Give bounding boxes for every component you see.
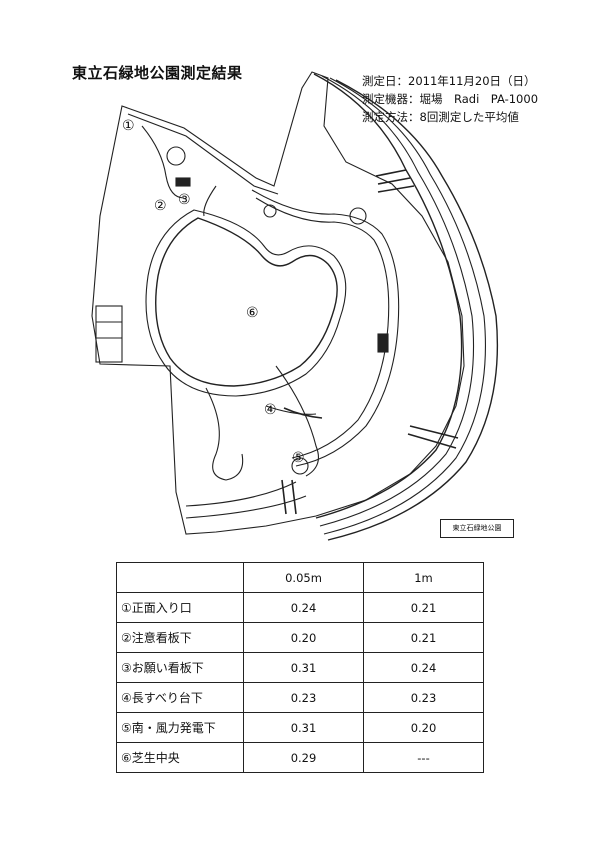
marker-3: ③ bbox=[178, 192, 191, 208]
row-label: ⑥芝生中央 bbox=[116, 742, 244, 773]
value-1m: 0.21 bbox=[363, 592, 484, 623]
measurement-info: 測定日：2011年11月20日（日） 測定機器：堀場 Radi PA-1000 … bbox=[362, 72, 538, 126]
table-row: ④長すべり台下 0.23 0.23 bbox=[116, 682, 484, 713]
results-table-wrap: 0.05m 1m ①正面入り口 0.24 0.21 ②注意看板下 0.20 0.… bbox=[116, 562, 484, 773]
row-label: ⑤南・風力発電下 bbox=[116, 712, 244, 743]
marker-1: ① bbox=[122, 118, 135, 134]
value-005m: 0.20 bbox=[243, 622, 364, 653]
table-header-row: 0.05m 1m bbox=[116, 562, 484, 593]
value-1m: 0.24 bbox=[363, 652, 484, 683]
results-table: 0.05m 1m ①正面入り口 0.24 0.21 ②注意看板下 0.20 0.… bbox=[116, 562, 484, 773]
value-1m: --- bbox=[363, 742, 484, 773]
marker-5: ⑤ bbox=[292, 450, 305, 466]
measurement-date: 測定日：2011年11月20日（日） bbox=[362, 74, 536, 88]
value-005m: 0.31 bbox=[243, 652, 364, 683]
value-005m: 0.24 bbox=[243, 592, 364, 623]
inner-road bbox=[251, 189, 400, 467]
measurement-device: 測定機器：堀場 Radi PA-1000 bbox=[362, 92, 539, 106]
value-1m: 0.23 bbox=[363, 682, 484, 713]
marker-6: ⑥ bbox=[246, 305, 259, 321]
road-outer bbox=[313, 73, 463, 519]
table-header-cell: 0.05m bbox=[243, 562, 364, 593]
row-label: ④長すべり台下 bbox=[116, 682, 244, 713]
measurement-method: 測定方法：8回測定した平均値 bbox=[362, 110, 519, 124]
table-header-cell: 1m bbox=[363, 562, 484, 593]
table-row: ①正面入り口 0.24 0.21 bbox=[116, 592, 484, 623]
park-boundary bbox=[91, 71, 465, 535]
value-1m: 0.21 bbox=[363, 622, 484, 653]
park-map: ① ② ③ ④ ⑤ ⑥ bbox=[91, 71, 499, 541]
table-row: ⑤南・風力発電下 0.31 0.20 bbox=[116, 712, 484, 743]
table-header-cell bbox=[116, 562, 244, 593]
value-005m: 0.31 bbox=[243, 712, 364, 743]
map-caption: 東立石緑地公園 bbox=[440, 519, 514, 538]
row-label: ①正面入り口 bbox=[116, 592, 244, 623]
value-1m: 0.20 bbox=[363, 712, 484, 743]
marker-4: ④ bbox=[264, 402, 277, 418]
value-005m: 0.23 bbox=[243, 682, 364, 713]
page-title: 東立石緑地公園測定結果 bbox=[72, 64, 243, 82]
table-row: ③お願い看板下 0.31 0.24 bbox=[116, 652, 484, 683]
table-row: ②注意看板下 0.20 0.21 bbox=[116, 622, 484, 653]
value-005m: 0.29 bbox=[243, 742, 364, 773]
row-label: ②注意看板下 bbox=[116, 622, 244, 653]
table-row: ⑥芝生中央 0.29 --- bbox=[116, 742, 484, 773]
marker-2: ② bbox=[154, 198, 167, 214]
lawn bbox=[155, 217, 338, 387]
row-label: ③お願い看板下 bbox=[116, 652, 244, 683]
